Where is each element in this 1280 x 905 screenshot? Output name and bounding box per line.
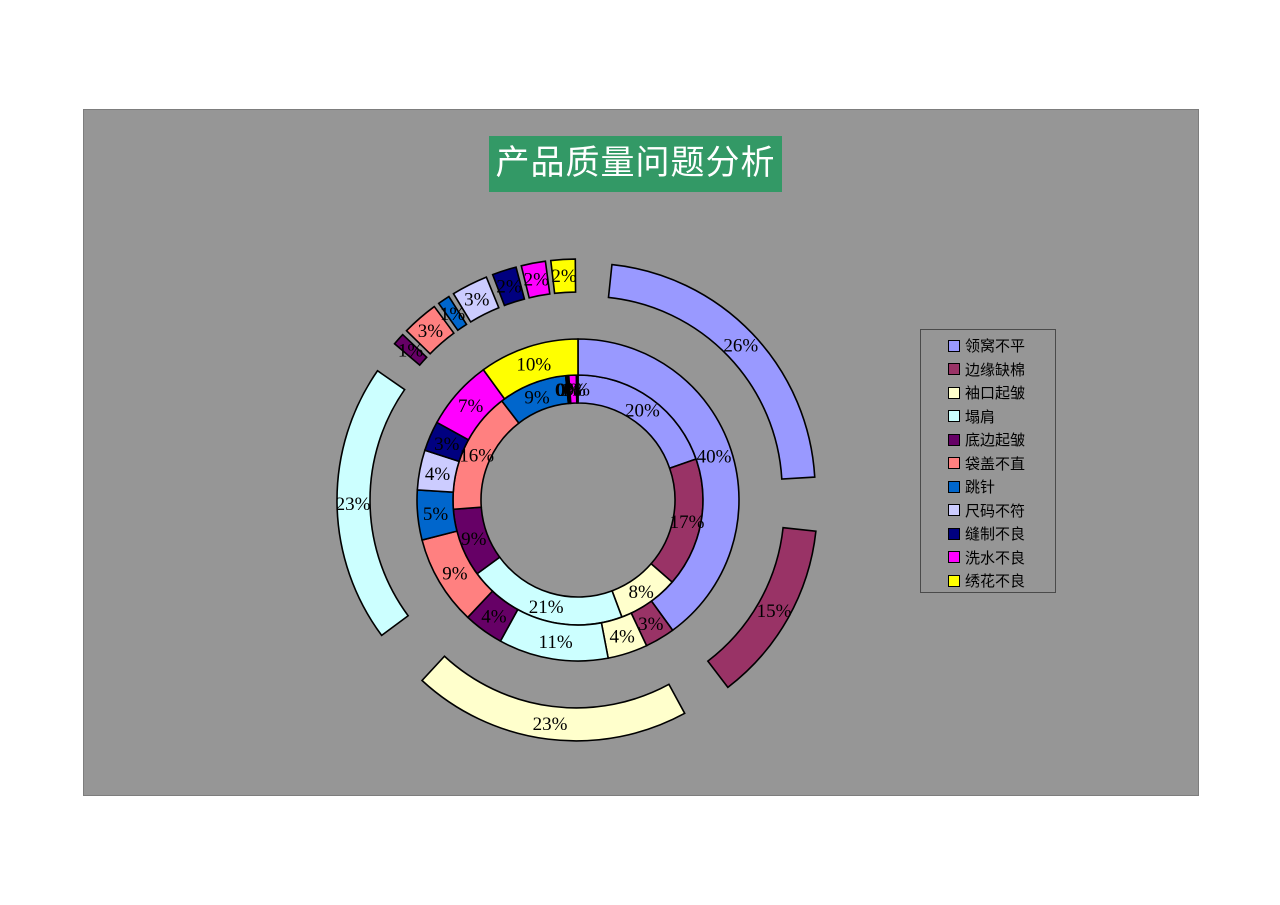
legend-item-label: 跳针 bbox=[965, 480, 996, 497]
legend-key-icon bbox=[948, 363, 960, 376]
slice-label: 8% bbox=[629, 582, 655, 603]
legend-key-icon bbox=[948, 339, 960, 352]
doughnut-slice-outer-ring-尺码不符 bbox=[452, 276, 500, 323]
doughnut-slice-outer-ring-领窝不平 bbox=[607, 263, 816, 480]
legend-item: 塌肩 bbox=[948, 405, 1055, 429]
legend-key-icon bbox=[948, 551, 960, 564]
slice-label: 2% bbox=[524, 270, 550, 291]
slice-label: 0% bbox=[556, 380, 582, 401]
legend-item: 领窝不平 bbox=[948, 334, 1055, 358]
slice-label: 9% bbox=[524, 387, 550, 408]
slice-label: 0% bbox=[565, 380, 591, 401]
chart-title: 产品质量问题分析 bbox=[489, 136, 782, 192]
slice-label: 5% bbox=[423, 504, 449, 525]
slice-label: 1% bbox=[398, 340, 424, 361]
slice-label: 1% bbox=[440, 304, 466, 325]
slice-label: 2% bbox=[496, 276, 522, 297]
legend-item: 袖口起皱 bbox=[948, 381, 1055, 405]
doughnut-slice-outer-ring-边缘缺棉 bbox=[706, 526, 817, 689]
slice-label: 3% bbox=[434, 434, 460, 455]
legend-item: 底边起皱 bbox=[948, 428, 1055, 452]
legend-item-label: 洗水不良 bbox=[965, 550, 1026, 567]
doughnut-slice-outer-ring-洗水不良 bbox=[520, 260, 551, 299]
legend-item: 绣花不良 bbox=[948, 569, 1055, 593]
legend-key-icon bbox=[948, 433, 960, 446]
slice-label: 23% bbox=[336, 494, 371, 515]
doughnut-slice-outer-ring-绣花不良 bbox=[549, 258, 577, 295]
legend-item: 边缘缺棉 bbox=[948, 358, 1055, 382]
slice-label: 4% bbox=[610, 627, 636, 648]
legend-item-label: 袋盖不直 bbox=[965, 456, 1026, 473]
legend: 领窝不平边缘缺棉袖口起皱塌肩底边起皱袋盖不直跳针尺码不符缝制不良洗水不良绣花不良 bbox=[920, 329, 1056, 593]
legend-item-label: 领窝不平 bbox=[965, 339, 1026, 356]
slice-label: 17% bbox=[670, 512, 705, 533]
legend-item: 洗水不良 bbox=[948, 546, 1055, 570]
slice-label: 4% bbox=[425, 464, 451, 485]
doughnut-slice-outer-ring-袖口起皱 bbox=[420, 655, 686, 742]
slice-label: 9% bbox=[442, 563, 468, 584]
legend-item: 尺码不符 bbox=[948, 499, 1055, 523]
legend-item-label: 尺码不符 bbox=[965, 503, 1026, 520]
doughnut-slice-outer-ring-底边起皱 bbox=[393, 333, 428, 367]
slice-label: 15% bbox=[757, 601, 792, 622]
legend-item-label: 袖口起皱 bbox=[965, 386, 1026, 403]
doughnut-slice-middle-ring-领窝不平 bbox=[577, 338, 740, 632]
legend-key-icon bbox=[948, 386, 960, 399]
slice-label: 1% bbox=[561, 380, 587, 401]
slice-label: 2% bbox=[551, 266, 577, 287]
legend-item: 袋盖不直 bbox=[948, 452, 1055, 476]
doughnut-slice-outer-ring-袋盖不直 bbox=[405, 305, 455, 355]
slice-label: 3% bbox=[638, 614, 664, 635]
legend-key-icon bbox=[948, 480, 960, 493]
legend-key-icon bbox=[948, 504, 960, 517]
legend-key-icon bbox=[948, 574, 960, 587]
legend-key-icon bbox=[948, 527, 960, 540]
slice-label: 10% bbox=[516, 355, 551, 376]
doughnut-slice-outer-ring-塌肩 bbox=[336, 369, 410, 637]
legend-key-icon bbox=[948, 410, 960, 423]
legend-item: 缝制不良 bbox=[948, 522, 1055, 546]
legend-item-label: 边缘缺棉 bbox=[965, 362, 1026, 379]
legend-item-label: 底边起皱 bbox=[965, 433, 1026, 450]
slice-label: 7% bbox=[458, 396, 484, 417]
doughnut-slice-outer-ring-跳针 bbox=[437, 295, 468, 332]
doughnut-slice-middle-ring-绣花不良 bbox=[482, 338, 579, 400]
slice-label: 4% bbox=[481, 606, 507, 627]
slice-label: 0% bbox=[555, 380, 581, 401]
legend-item-label: 缝制不良 bbox=[965, 527, 1026, 544]
slice-label: 26% bbox=[723, 335, 758, 356]
legend-key-icon bbox=[948, 457, 960, 470]
slice-label: 20% bbox=[625, 400, 660, 421]
legend-item-label: 塌肩 bbox=[965, 409, 996, 426]
slice-label: 23% bbox=[533, 714, 568, 735]
slice-label: 3% bbox=[464, 290, 490, 311]
slice-label: 9% bbox=[461, 529, 487, 550]
legend-item-label: 绣花不良 bbox=[965, 574, 1026, 591]
legend-item: 跳针 bbox=[948, 475, 1055, 499]
slice-label: 3% bbox=[418, 321, 444, 342]
slice-label: 21% bbox=[529, 597, 564, 618]
doughnut-slice-outer-ring-缝制不良 bbox=[491, 266, 526, 307]
slice-label: 40% bbox=[697, 446, 732, 467]
slice-label: 16% bbox=[459, 445, 494, 466]
slice-label: 11% bbox=[539, 632, 573, 653]
